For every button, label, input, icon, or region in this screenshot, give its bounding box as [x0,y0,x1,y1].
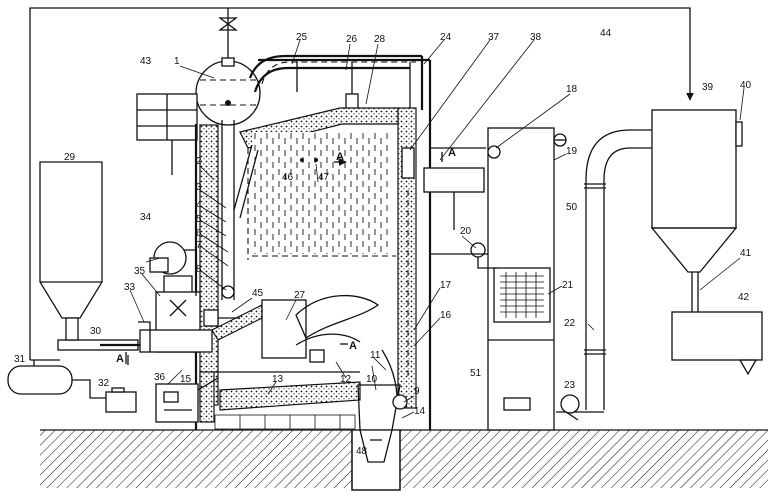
ground [40,429,768,491]
label-51: 51 [470,368,482,379]
section-marks: A A A A [116,147,456,365]
label-31: 31 [14,354,26,365]
label-44: 44 [600,28,612,39]
label-3: 3 [196,182,202,193]
section-mark-a-top: A [336,151,344,163]
label-7: 7 [196,240,202,251]
label-13: 13 [272,374,284,385]
steam-drum [195,8,261,126]
label-38: 38 [530,32,542,43]
label-43: 43 [140,56,152,67]
label-10: 10 [366,374,378,385]
label-35: 35 [134,266,146,277]
section-mark-a-right: A [448,147,456,159]
label-36: 36 [154,372,166,383]
label-47: 47 [318,172,330,183]
label-28: 28 [374,34,386,45]
superheater-pipes [248,54,422,117]
label-12: 12 [340,374,352,385]
label-16: 16 [440,310,452,321]
label-40: 40 [740,80,752,91]
label-39: 39 [702,82,714,93]
label-8: 8 [196,264,202,275]
control-cabinet [136,93,198,175]
label-25: 25 [296,32,308,43]
flame-mark: A [349,340,357,352]
label-17: 17 [440,280,452,291]
label-32: 32 [98,378,110,389]
label-41: 41 [740,248,752,259]
label-45: 45 [252,288,264,299]
feed-hopper [39,161,103,341]
label-5: 5 [196,214,202,225]
label-20: 20 [460,226,472,237]
label-24: 24 [440,32,452,43]
label-14: 14 [414,406,426,417]
label-18: 18 [566,84,578,95]
burner-assembly [57,275,240,365]
label-6: 6 [196,228,202,239]
label-11: 11 [370,350,381,361]
label-21: 21 [562,280,574,291]
label-15: 15 [180,374,192,385]
blower-fan [149,241,197,296]
label-1: 1 [174,56,180,67]
economizer-unit [423,127,567,431]
label-19: 19 [566,146,578,157]
label-23: 23 [564,380,576,391]
combustion-chamber [199,190,409,463]
label-46: 46 [282,172,294,183]
label-50: 50 [566,202,578,213]
label-34: 34 [140,212,152,223]
part-labels: 1 2 3 4 5 6 7 8 9 10 11 12 13 14 15 16 1… [14,28,752,457]
label-37: 37 [488,32,500,43]
label-26: 26 [346,34,358,45]
label-48: 48 [356,446,368,457]
label-4: 4 [196,200,202,211]
label-22: 22 [564,318,576,329]
cyclone-separator [650,109,763,376]
recirculation-line [29,7,694,360]
label-27: 27 [294,290,306,301]
label-33: 33 [124,282,136,293]
section-mark-a-left: A [116,353,124,365]
label-42: 42 [738,292,750,303]
leader-lines [129,39,745,419]
ignition-control [155,377,219,423]
fuel-tank [7,359,137,413]
label-9: 9 [414,386,420,397]
label-30: 30 [90,326,102,337]
label-29: 29 [64,152,76,163]
label-2: 2 [196,156,202,167]
flue-duct [556,129,652,421]
